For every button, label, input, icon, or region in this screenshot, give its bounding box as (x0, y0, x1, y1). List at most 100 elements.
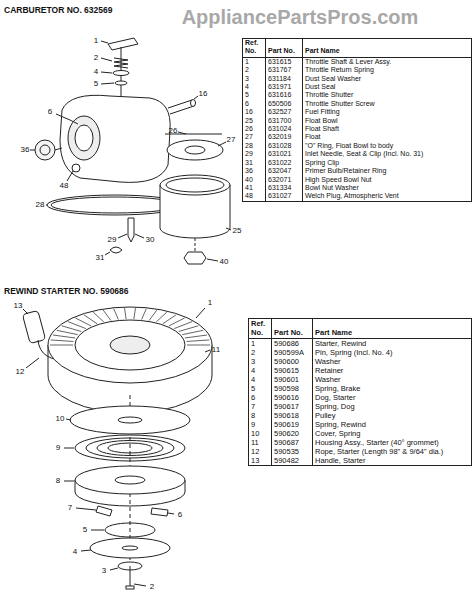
table-cell: 27 (243, 133, 266, 141)
table-cell: 12 (249, 447, 272, 456)
starter-drawing (22, 307, 212, 589)
table-header: Part Name (303, 39, 472, 57)
table-cell: 1 (243, 57, 266, 66)
table-cell: 40 (243, 176, 266, 184)
table-cell: 631028 (266, 142, 303, 150)
table-cell: 2 (243, 66, 266, 74)
table-cell: 6 (243, 100, 266, 108)
table-cell: 631027 (266, 192, 303, 200)
table-cell: 590619 (272, 420, 313, 429)
table-header: Part No. (266, 39, 303, 57)
table-cell: 4 (249, 366, 272, 375)
callout-number: 31 (96, 254, 105, 263)
callout-number: 6 (178, 511, 182, 520)
table-cell: 7 (249, 402, 272, 411)
callout-number: 25 (233, 227, 242, 236)
parts-table-grid: Ref. No.Part No.Part Name1631615Throttle… (243, 39, 471, 201)
table-row: 29631021Inlet Needle, Seat & Clip (Incl.… (243, 150, 471, 158)
table-cell: Throttle Shutter (303, 91, 472, 99)
table-row: 4590615Retainer (249, 366, 471, 375)
table-header: Ref. No. (249, 319, 272, 339)
table-cell: 590598 (272, 384, 313, 393)
section-title: CARBURETOR NO. 632569 (4, 6, 113, 15)
callout-number: 29 (108, 236, 117, 245)
table-cell: 632019 (266, 133, 303, 141)
table-row: Ref. No.Part No.Part Name (243, 39, 471, 57)
section-title: REWIND STARTER NO. 590686 (4, 287, 129, 296)
parts-table: Ref. No.Part No.Part Name1590686Starter,… (248, 318, 472, 466)
table-row: 6650506Throttle Shutter Screw (243, 100, 471, 108)
watermark: AppliancePartsPros.com (182, 6, 419, 28)
table-row: 12590535Rope, Starter (Length 98" & 9/64… (249, 447, 471, 456)
parts-table: Ref. No.Part No.Part Name1631615Throttle… (242, 38, 472, 202)
table-cell: 590617 (272, 402, 313, 411)
table-cell: 26 (243, 125, 266, 133)
table-row: 31631022Spring Clip (243, 159, 471, 167)
callout-number: 5 (83, 526, 87, 535)
table-cell: Bowl Nut Washer (303, 184, 472, 192)
table-cell: 4 (249, 375, 272, 384)
table-cell: Rope, Starter (Length 98" & 9/64" dia.) (313, 447, 472, 456)
table-row: 48631027Welch Plug, Atmospheric Vent (243, 192, 471, 200)
table-cell: Spring Clip (303, 159, 472, 167)
table-cell: 650506 (266, 100, 303, 108)
table-row: 40632071High Speed Bowl Nut (243, 176, 471, 184)
parts-table-grid: Ref. No.Part No.Part Name1590686Starter,… (249, 319, 471, 465)
table-cell: Dust Seal (303, 83, 472, 91)
table-cell: Throttle Return Spring (303, 66, 472, 74)
table-cell: 631184 (266, 75, 303, 83)
table-cell: 8 (249, 411, 272, 420)
callout-number: 1 (94, 37, 98, 46)
table-cell: 590620 (272, 429, 313, 438)
table-cell: 631021 (266, 150, 303, 158)
table-row: 1590686Starter, Rewind (249, 339, 471, 349)
table-cell: 48 (243, 192, 266, 200)
table-cell: 11 (249, 438, 272, 447)
table-cell: 6 (249, 393, 272, 402)
table-cell: Cover, Spring (313, 429, 472, 438)
table-row: 41631334Bowl Nut Washer (243, 184, 471, 192)
table-row: 2631767Throttle Return Spring (243, 66, 471, 74)
table-cell: 590615 (272, 366, 313, 375)
table-row: 5631616Throttle Shutter (243, 91, 471, 99)
table-cell: "O" Ring, Float Bowl to body (303, 142, 472, 150)
table-cell: 632047 (266, 167, 303, 175)
table-cell: Starter, Rewind (313, 339, 472, 349)
table-cell: 631971 (266, 83, 303, 91)
table-cell: High Speed Bowl Nut (303, 176, 472, 184)
table-cell: 3 (249, 357, 272, 366)
table-cell: Spring, Rewind (313, 420, 472, 429)
table-cell: 631700 (266, 117, 303, 125)
table-row: 26631024Float Shaft (243, 125, 471, 133)
table-cell: Housing Assy., Starter (40° grommet) (313, 438, 472, 447)
table-cell: 13 (249, 456, 272, 465)
table-cell: 590599A (272, 348, 313, 357)
table-cell: Pin, Spring (Incl. No. 4) (313, 348, 472, 357)
table-cell: Handle, Starter (313, 456, 472, 465)
table-cell: 36 (243, 167, 266, 175)
table-cell: 5 (243, 91, 266, 99)
table-row: 9590619Spring, Rewind (249, 420, 471, 429)
callout-number: 6 (48, 108, 52, 117)
table-cell: 16 (243, 108, 266, 116)
callout-number: 1 (208, 299, 212, 308)
table-row: 16632527Fuel Fitting (243, 108, 471, 116)
table-cell: 631334 (266, 184, 303, 192)
callout-number: 4 (73, 548, 77, 557)
callout-number: 5 (94, 80, 98, 89)
callout-number: 3 (102, 567, 106, 576)
callout-number: 36 (21, 146, 30, 155)
table-row: 27632019Float (243, 133, 471, 141)
callout-number: 2 (94, 54, 98, 63)
table-cell: 631022 (266, 159, 303, 167)
callout-number: 28 (36, 201, 45, 210)
callout-number: 48 (60, 182, 69, 191)
table-cell: Spring, Brake (313, 384, 472, 393)
table-header: Part Name (313, 319, 472, 339)
table-header: Part No. (272, 319, 313, 339)
callout-number: 30 (146, 236, 155, 245)
table-row: 8590618Pulley (249, 411, 471, 420)
callout-number: 10 (56, 415, 65, 424)
table-cell: Pulley (313, 411, 472, 420)
table-cell: 3 (243, 75, 266, 83)
